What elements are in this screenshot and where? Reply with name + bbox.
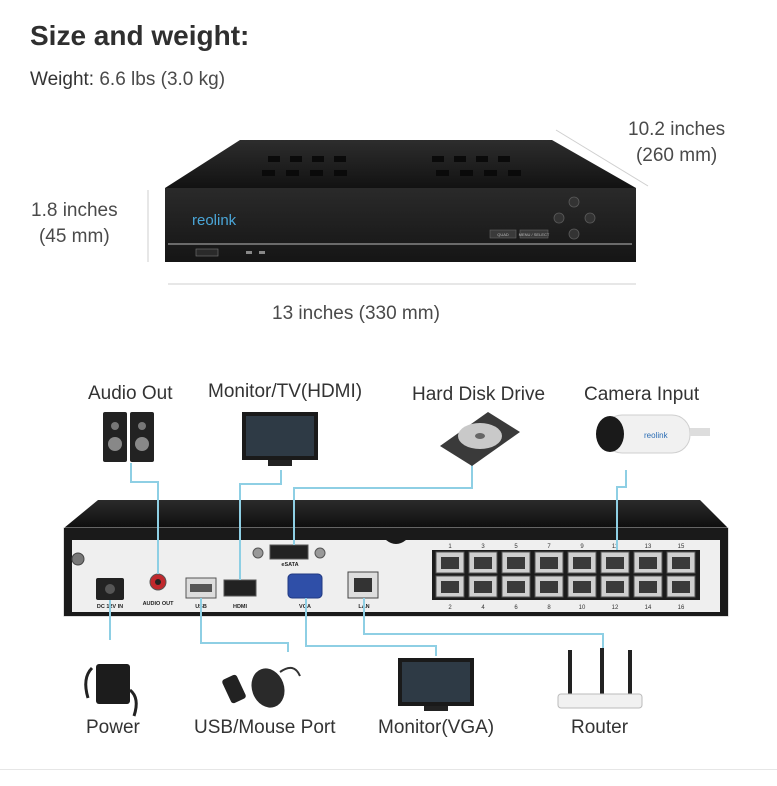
label-audio-out: Audio Out — [88, 383, 173, 404]
poe-port-number: 3 — [481, 544, 485, 550]
poe-port-number: 2 — [448, 605, 452, 611]
poe-port-socket — [573, 557, 591, 569]
poe-port-socket — [606, 581, 624, 593]
monitor-icon — [242, 412, 318, 466]
poe-port-number: 12 — [612, 605, 619, 611]
rear-port-label: AUDIO OUT — [143, 601, 175, 607]
label-router: Router — [571, 717, 629, 738]
depth-inches: 10.2 inches — [628, 119, 726, 140]
poe-port-number: 7 — [547, 544, 551, 550]
poe-port-socket — [474, 581, 492, 593]
poe-port-socket — [540, 557, 558, 569]
label-power: Power — [86, 717, 140, 738]
label-hard-disk: Hard Disk Drive — [412, 384, 546, 405]
rear-port-label: eSATA — [281, 562, 298, 568]
poe-port-number: 9 — [580, 544, 584, 550]
poe-port-number: 11 — [612, 544, 619, 550]
divider — [0, 769, 777, 770]
poe-port-socket — [639, 581, 657, 593]
power-adapter-icon — [84, 664, 138, 717]
poe-port-number: 15 — [678, 544, 685, 550]
front-button-label: MENU / SELECT — [519, 232, 550, 237]
poe-port-number: 10 — [579, 605, 586, 611]
label-camera-input: Camera Input — [584, 384, 700, 405]
poe-port-socket — [639, 557, 657, 569]
poe-port-socket — [540, 581, 558, 593]
poe-port-number: 1 — [448, 544, 452, 550]
poe-port-socket — [507, 581, 525, 593]
poe-port-socket — [672, 557, 690, 569]
front-button-label: QUAD — [497, 232, 509, 237]
poe-port-socket — [441, 581, 459, 593]
poe-port-socket — [606, 557, 624, 569]
height-mm: (45 mm) — [38, 226, 110, 247]
poe-port-number: 5 — [514, 544, 518, 550]
poe-port-number: 16 — [678, 605, 685, 611]
monitor-icon — [398, 658, 474, 711]
poe-port-number: 4 — [481, 605, 485, 611]
width-dimension: 13 inches (330 mm) — [272, 303, 440, 324]
poe-port-socket — [441, 557, 459, 569]
weight-label: Weight: — [30, 69, 95, 90]
poe-port-number: 8 — [547, 605, 551, 611]
label-monitor-vga: Monitor(VGA) — [378, 717, 495, 738]
camera-icon: reolink — [596, 414, 710, 454]
dimension-guides — [147, 129, 649, 285]
poe-port-socket — [672, 581, 690, 593]
nvr-front-view: reolink — [165, 140, 636, 262]
page-title: Size and weight: — [30, 20, 250, 51]
rear-port-label: HDMI — [233, 604, 248, 610]
label-usb-mouse: USB/Mouse Port — [194, 717, 336, 738]
svg-text:reolink: reolink — [644, 431, 669, 440]
height-inches: 1.8 inches — [31, 200, 118, 221]
router-icon — [557, 648, 643, 709]
depth-mm: (260 mm) — [635, 145, 718, 166]
connector-lines — [109, 460, 627, 656]
poe-port-socket — [474, 557, 492, 569]
weight-value: 6.6 lbs (3.0 kg) — [94, 69, 226, 90]
height-dimension: 1.8 inches (45 mm) — [31, 198, 118, 250]
hard-drive-icon — [440, 412, 520, 466]
poe-port-number: 13 — [645, 544, 652, 550]
poe-port-number: 6 — [514, 605, 518, 611]
usb-mouse-icon — [222, 666, 301, 708]
depth-dimension: 10.2 inches (260 mm) — [628, 117, 725, 169]
speaker-icon — [103, 412, 154, 462]
label-monitor-hdmi: Monitor/TV(HDMI) — [208, 381, 363, 402]
poe-port-socket — [573, 581, 591, 593]
brand-logo: reolink — [192, 212, 237, 229]
weight-spec: Weight: 6.6 lbs (3.0 kg) — [30, 69, 225, 91]
poe-port-number: 14 — [645, 605, 652, 611]
poe-port-socket — [507, 557, 525, 569]
